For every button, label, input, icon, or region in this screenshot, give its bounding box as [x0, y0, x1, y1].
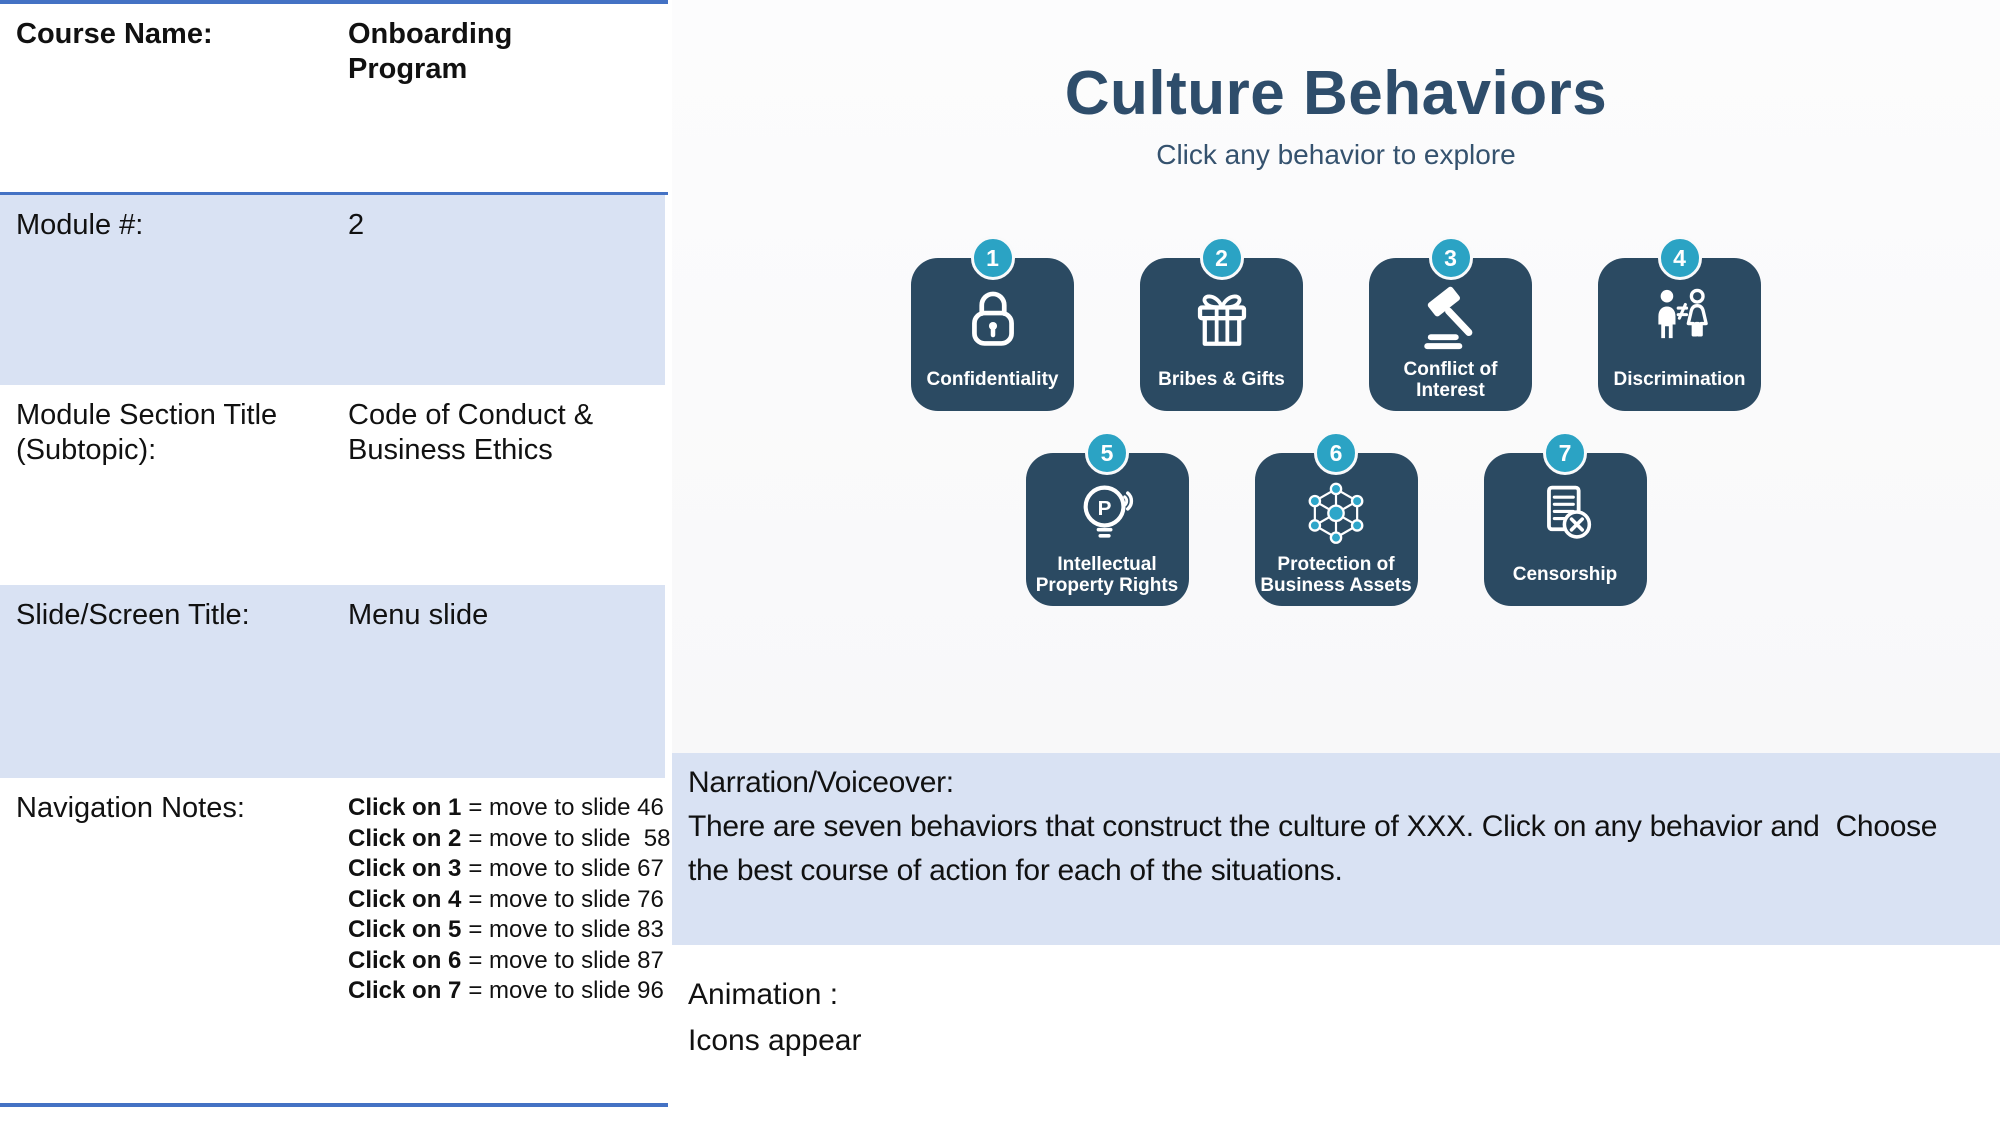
table-bottom-border — [0, 1103, 668, 1107]
table-row-module-number: Module #: 2 — [0, 195, 665, 385]
metadata-table: Course Name: Onboarding Program Module #… — [0, 0, 671, 1125]
module-section-value: Code of Conduct & Business Ethics — [348, 399, 594, 467]
gavel-icon — [1369, 274, 1532, 360]
slide-subheading: Click any behavior to explore — [1156, 139, 1516, 170]
tile-intellectual-property[interactable]: 5 P Intellectual Property Rights — [1025, 431, 1189, 606]
table-top-border — [0, 0, 668, 4]
badge-2: 2 — [1199, 236, 1244, 280]
tile-label: Protection of Business Assets — [1260, 553, 1412, 596]
tiles-row-2: 5 P Intellectual Property Rights 6 — [672, 431, 2000, 606]
narration-text: There are seven behaviors that construct… — [688, 810, 1946, 887]
network-icon — [1255, 469, 1418, 555]
narration-section: Narration/Voiceover: There are seven beh… — [672, 753, 2000, 945]
slide-title-label: Slide/Screen Title: — [16, 599, 250, 631]
padlock-icon — [911, 274, 1074, 360]
slide-heading: Culture Behaviors — [1064, 59, 1608, 128]
navigation-notes-list: Click on 1= move to slide 46 Click on 2=… — [348, 791, 671, 1103]
tile-label: Discrimination — [1613, 369, 1746, 391]
nav-note-6: Click on 6= move to slide 87 — [348, 946, 664, 974]
slide-preview: Culture Behaviors Click any behavior to … — [672, 0, 2000, 753]
badge-4: 4 — [1657, 236, 1702, 280]
nav-note-2: Click on 2= move to slide 58 — [348, 824, 671, 852]
module-number-label: Module #: — [16, 209, 144, 241]
tile-label: Intellectual Property Rights — [1035, 553, 1179, 596]
badge-5: 5 — [1085, 431, 1129, 475]
animation-text: Icons appear — [688, 1024, 862, 1057]
tiles-row-1: 1 Confidentiality 2 — [672, 236, 2000, 411]
tile-protection-assets[interactable]: 6 — [1254, 431, 1418, 606]
table-row-course-name: Course Name: Onboarding Program — [0, 4, 665, 192]
tile-label: Confidentiality — [926, 369, 1059, 391]
table-header-separator — [0, 192, 668, 195]
navigation-notes-label: Navigation Notes: — [16, 792, 245, 824]
censored-document-icon — [1484, 469, 1647, 555]
tile-bribes-gifts[interactable]: 2 Bribes & Gifts — [1140, 236, 1303, 411]
table-row-slide-title: Slide/Screen Title: Menu slide — [0, 585, 665, 778]
module-section-label: Module Section Title (Subtopic): — [16, 399, 278, 467]
badge-7: 7 — [1543, 431, 1587, 475]
unequal-people-icon — [1598, 274, 1761, 360]
table-row-navigation-notes: Navigation Notes: Click on 1= move to sl… — [0, 778, 671, 1103]
narration-heading: Narration/Voiceover: — [688, 766, 954, 799]
slide-title-value: Menu slide — [348, 599, 489, 631]
tile-confidentiality[interactable]: 1 Confidentiality — [911, 236, 1074, 411]
patent-bulb-icon: P — [1026, 469, 1189, 555]
tile-label: Conflict of Interest — [1403, 358, 1498, 401]
badge-3: 3 — [1428, 236, 1473, 280]
tile-censorship[interactable]: 7 Censorship — [1483, 431, 1647, 606]
table-row-module-section: Module Section Title (Subtopic): Code of… — [0, 385, 665, 585]
nav-note-5: Click on 5= move to slide 83 — [348, 916, 664, 943]
course-name-value: Onboarding Program — [348, 18, 513, 86]
badge-1: 1 — [970, 236, 1015, 280]
tile-discrimination[interactable]: 4 Discrimination — [1598, 236, 1761, 411]
nav-note-3: Click on 3= move to slide 67 — [348, 855, 664, 882]
tile-label: Censorship — [1512, 564, 1618, 586]
nav-note-4: Click on 4= move to slide 76 — [348, 885, 664, 913]
nav-note-1: Click on 1= move to slide 46 — [348, 794, 664, 821]
tile-label: Bribes & Gifts — [1158, 369, 1285, 391]
course-name-label: Course Name: — [16, 18, 213, 50]
module-number-value: 2 — [348, 209, 365, 241]
nav-note-7: Click on 7= move to slide 96 — [348, 977, 664, 1004]
animation-section: Animation : Icons appear — [688, 972, 861, 1064]
badge-6: 6 — [1314, 431, 1358, 475]
tile-conflict-of-interest[interactable]: 3 Conflict of Interest — [1369, 236, 1532, 411]
animation-heading: Animation : — [688, 978, 839, 1011]
gift-icon — [1140, 274, 1303, 360]
svg-text:P: P — [1098, 497, 1112, 520]
